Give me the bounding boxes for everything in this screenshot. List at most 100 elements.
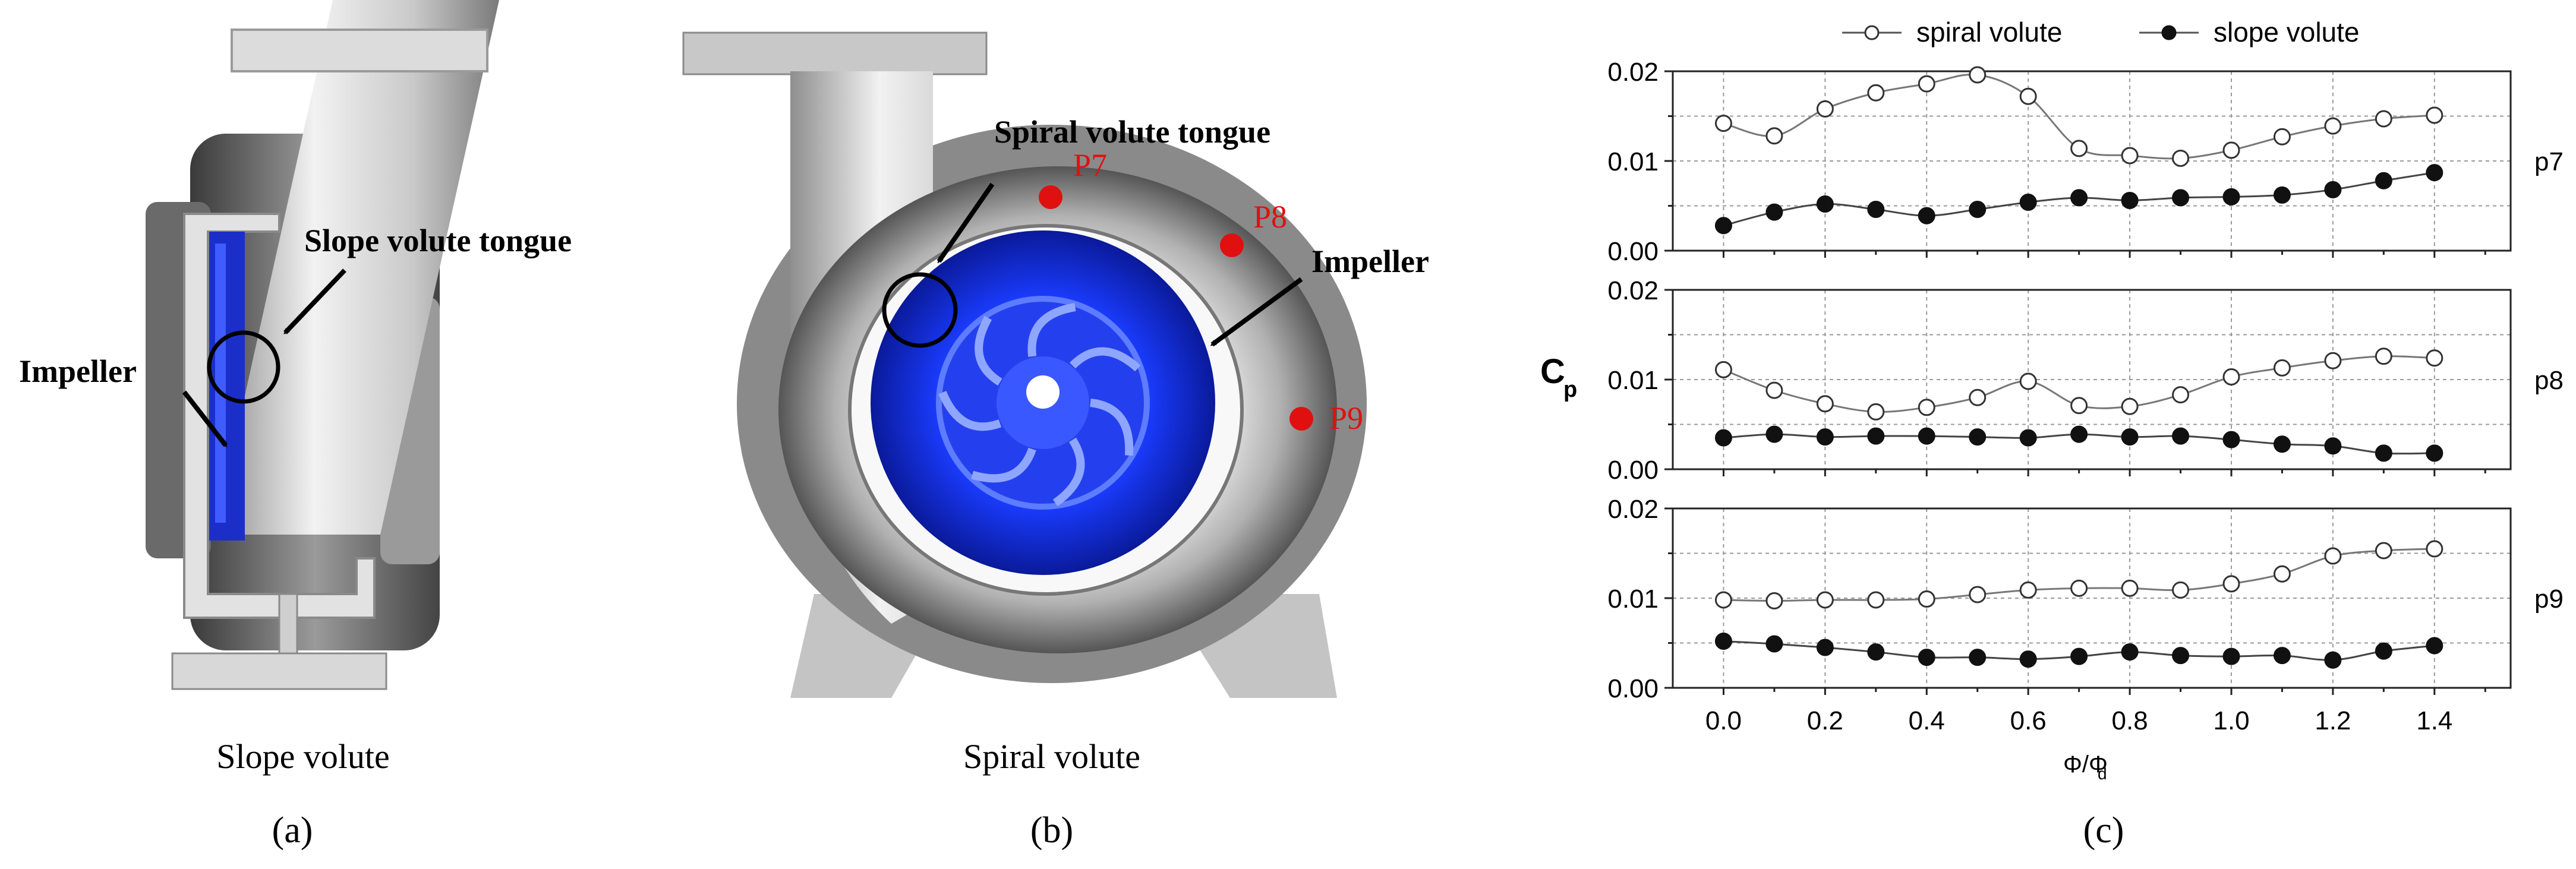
data-point-slope-volute (2121, 191, 2139, 209)
cp-chart: spiral volute slope volute C p Φ/Φ d 0.0… (1540, 17, 2564, 851)
impeller-blade (1090, 399, 1134, 456)
data-point-spiral-volute (2121, 147, 2139, 165)
slope-tongue-label: Slope volute tongue (304, 223, 572, 258)
x-tick-label: 0.0 (1705, 706, 1742, 735)
data-point-spiral-volute (1714, 591, 1732, 609)
y-tick-label: 0.02 (1607, 276, 1659, 305)
y-tick-label: 0.02 (1607, 58, 1659, 87)
data-point-slope-volute (1867, 427, 1885, 445)
data-point-spiral-volute (1816, 395, 1834, 413)
data-point-spiral-volute (2121, 579, 2139, 597)
spiral-tongue-arrow (937, 182, 995, 264)
data-point-spiral-volute (2172, 386, 2190, 404)
data-point-slope-volute (2222, 647, 2240, 665)
probe-dot-p9 (1289, 407, 1313, 431)
data-point-slope-volute (2273, 186, 2291, 204)
impeller-blade (971, 447, 1036, 483)
data-point-spiral-volute (2070, 579, 2088, 597)
slope-section-frame (183, 213, 376, 619)
slope-discharge-pipe (214, 0, 499, 535)
data-point-spiral-volute (1918, 590, 1935, 608)
y-axis-label-subscript: p (1563, 377, 1577, 402)
data-point-slope-volute (2121, 428, 2139, 446)
data-point-spiral-volute (2375, 110, 2392, 128)
probe-dot-p8 (1220, 233, 1244, 257)
panel-b-caption: Spiral volute (963, 737, 1140, 776)
data-point-slope-volute (1765, 203, 1783, 221)
slope-volute-illustration (146, 0, 499, 690)
data-point-spiral-volute (1765, 127, 1783, 145)
y-tick-label: 0.00 (1607, 237, 1659, 266)
data-point-slope-volute (1918, 649, 1935, 666)
y-tick-label: 0.01 (1607, 366, 1659, 395)
data-point-slope-volute (2273, 647, 2291, 665)
spiral-tongue-circle (882, 272, 958, 348)
data-point-slope-volute (2019, 429, 2037, 447)
probe-label-p8: P8 (1253, 199, 1287, 235)
y-tick-label: 0.00 (1607, 674, 1659, 703)
data-point-spiral-volute (1867, 84, 1885, 102)
impeller-blade (1052, 437, 1085, 507)
data-point-spiral-volute (2273, 128, 2291, 146)
data-point-spiral-volute (1867, 591, 1885, 609)
data-point-slope-volute (1714, 429, 1732, 447)
slope-tongue-circle (207, 330, 280, 404)
data-point-slope-volute (2121, 643, 2139, 661)
legend-label-slope: slope volute (2214, 17, 2360, 48)
spiral-volute-illustration (682, 31, 1367, 698)
data-point-spiral-volute (1969, 66, 1987, 84)
legend-marker-slope (2161, 25, 2177, 40)
x-tick-label: 0.2 (1807, 706, 1843, 735)
data-point-slope-volute (1969, 649, 1987, 666)
subplot-frame (1672, 289, 2512, 470)
legend-label-spiral: spiral volute (1916, 17, 2062, 48)
data-point-slope-volute (2172, 427, 2190, 445)
panel-a: Slope volute tongue Impeller Slope volut… (19, 0, 572, 851)
data-point-spiral-volute (2222, 575, 2240, 593)
data-point-slope-volute (1816, 195, 1834, 213)
probe-dot-p7 (1039, 185, 1062, 209)
data-point-spiral-volute (2426, 349, 2443, 367)
data-point-spiral-volute (2019, 581, 2037, 599)
data-point-spiral-volute (2426, 540, 2443, 558)
data-point-spiral-volute (2172, 581, 2190, 599)
data-point-slope-volute (2273, 435, 2291, 453)
data-point-slope-volute (1867, 201, 1885, 219)
y-axis-label: C (1540, 352, 1565, 391)
data-point-slope-volute (2222, 431, 2240, 448)
spiral-tongue-label: Spiral volute tongue (994, 114, 1270, 150)
data-point-slope-volute (2426, 444, 2443, 462)
x-axis-label-subscript: d (2098, 764, 2107, 783)
data-point-slope-volute (1969, 428, 1987, 446)
x-tick-label: 0.6 (2010, 706, 2047, 735)
data-point-spiral-volute (2375, 347, 2392, 365)
spiral-impeller-arrow (1210, 277, 1303, 347)
data-point-slope-volute (1765, 425, 1783, 443)
data-point-slope-volute (2019, 650, 2037, 668)
data-point-slope-volute (1918, 427, 1935, 445)
panel-a-caption: Slope volute (216, 737, 390, 776)
data-point-spiral-volute (1816, 591, 1834, 609)
data-point-slope-volute (1714, 632, 1732, 650)
data-point-slope-volute (1816, 428, 1834, 446)
slope-tongue-arrow (283, 268, 346, 334)
subplot-frame (1672, 70, 2512, 252)
impeller-blade (1069, 347, 1141, 372)
slope-base (171, 652, 387, 690)
panel-a-letter: (a) (272, 810, 313, 851)
data-point-spiral-volute (1765, 592, 1783, 610)
data-point-slope-volute (1816, 639, 1834, 656)
data-point-spiral-volute (1867, 403, 1885, 421)
data-point-spiral-volute (2324, 547, 2342, 565)
data-point-spiral-volute (2172, 149, 2190, 167)
data-point-slope-volute (2324, 651, 2342, 669)
x-tick-label: 1.4 (2416, 706, 2452, 735)
data-point-spiral-volute (2019, 372, 2037, 390)
data-point-spiral-volute (1714, 361, 1732, 378)
spiral-impeller-label: Impeller (1311, 244, 1429, 279)
subplot-label-p9: p9 (2534, 584, 2564, 614)
